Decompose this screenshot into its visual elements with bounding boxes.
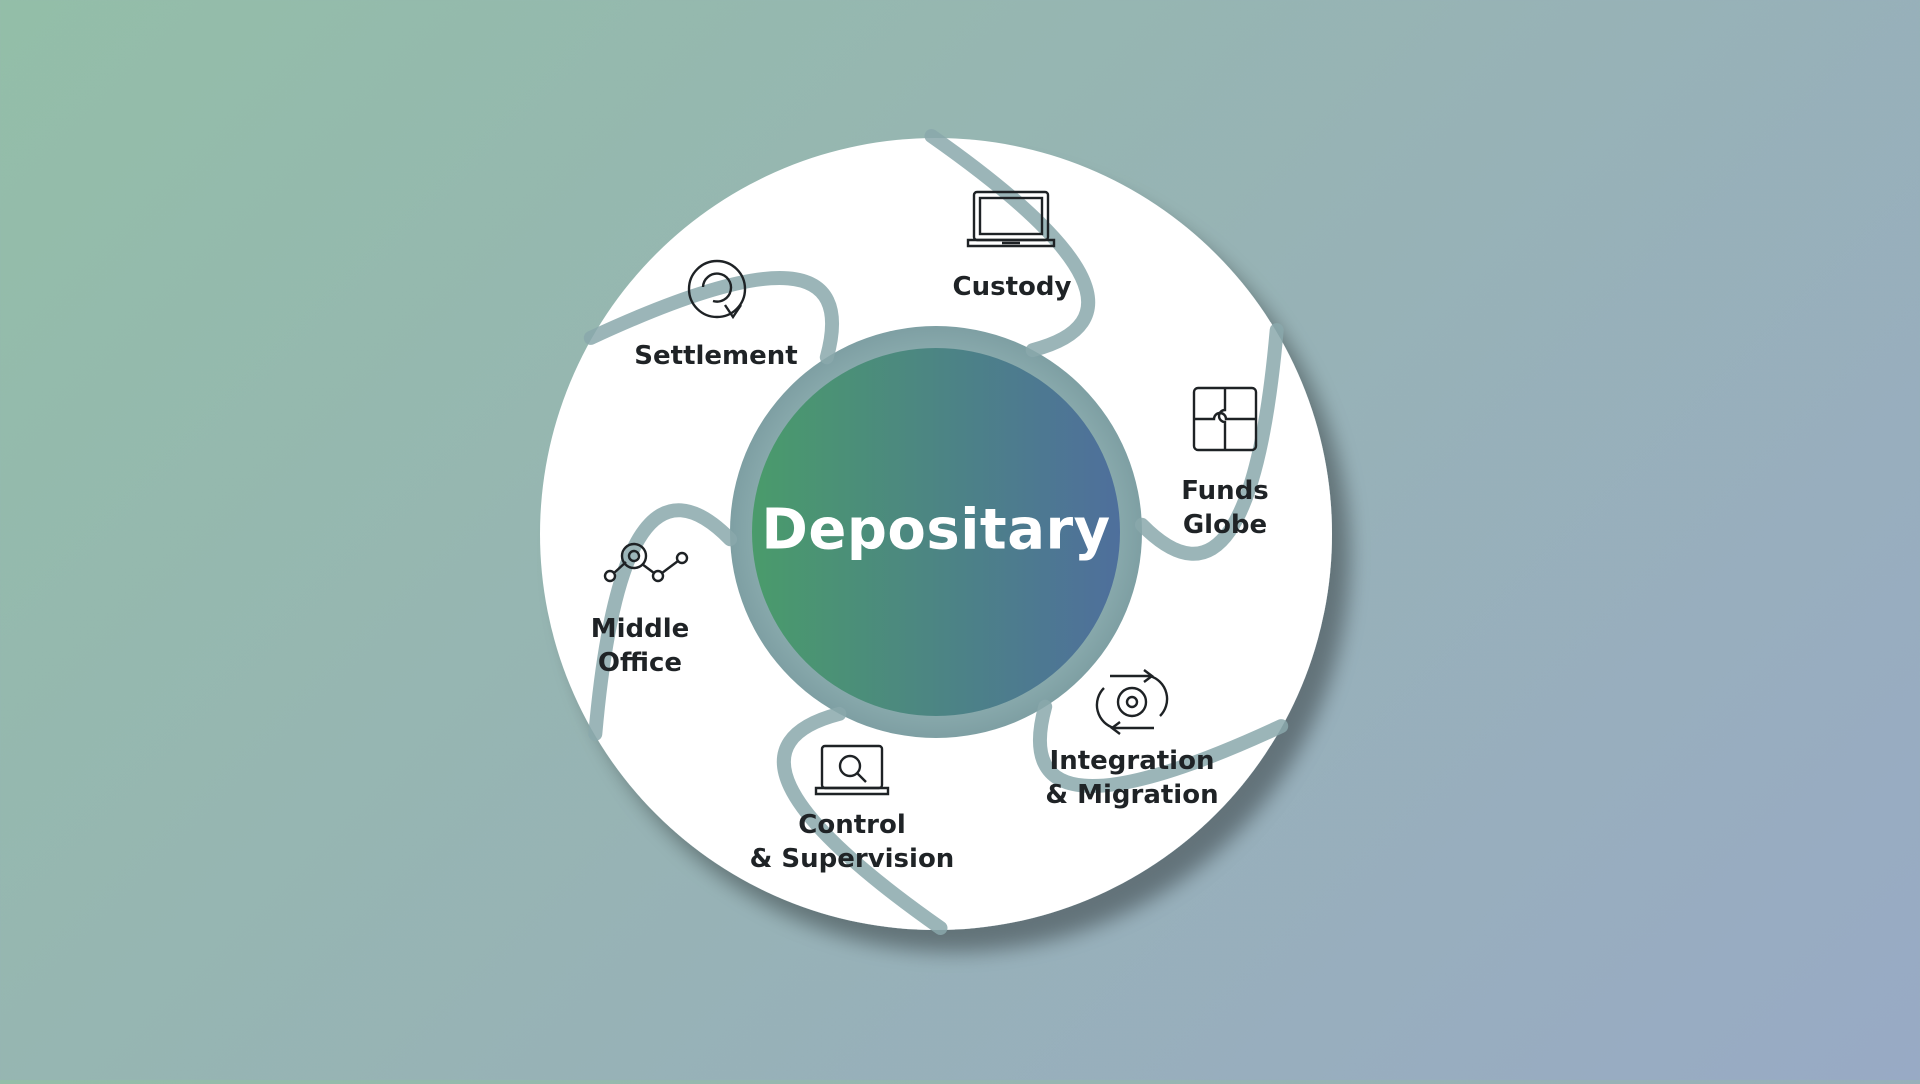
- segment-divider: [1134, 323, 1284, 561]
- segment-dividers: [583, 129, 1289, 935]
- puzzle-icon: [1192, 386, 1258, 452]
- center-title: Depositary: [761, 497, 1111, 563]
- segment-divider: [777, 706, 948, 935]
- segment-label-control-supervision: Control & Supervision: [749, 810, 955, 874]
- segment-label-integration-migration: Integration & Migration: [1045, 746, 1219, 810]
- refresh-icon: [687, 259, 747, 320]
- laptop-search-icon: [814, 744, 890, 796]
- segment-divider: [924, 129, 1095, 358]
- segment-label-custody: Custody: [952, 272, 1072, 302]
- laptop-icon: [966, 190, 1056, 248]
- segment-divider: [583, 271, 839, 365]
- segment-divider: [588, 503, 738, 741]
- segment-label-middle-office: Middle Office: [590, 614, 690, 678]
- line-chart-icon: [603, 542, 689, 583]
- segment-label-funds-globe: Funds Globe: [1181, 476, 1269, 540]
- segment-divider: [1033, 699, 1289, 793]
- gear-cycle-icon: [1095, 669, 1169, 735]
- center-circle: [752, 348, 1120, 716]
- segment-label-settlement: Settlement: [634, 341, 798, 371]
